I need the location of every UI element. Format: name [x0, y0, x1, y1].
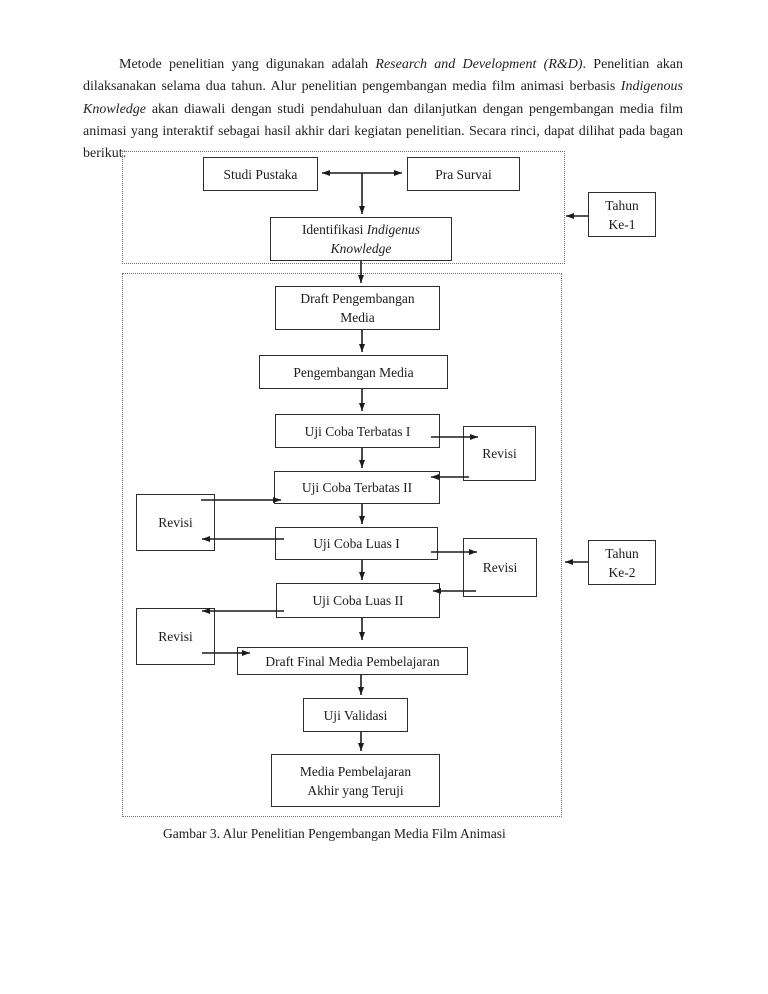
revisi-left-1-label: Revisi: [158, 515, 193, 530]
node-tahun-ke-2: Tahun Ke-2: [588, 540, 656, 585]
node-uji-coba-luas-2: Uji Coba Luas II: [276, 583, 440, 618]
intro-italic-rnd: Research and Development (R&D): [375, 57, 583, 72]
tahun2-line2: Ke-2: [608, 564, 636, 580]
intro-text-3: akan diawali dengan studi pendahuluan da…: [83, 101, 683, 162]
node-revisi-right-1: Revisi: [463, 426, 536, 481]
uji-validasi-label: Uji Validasi: [323, 707, 388, 723]
figure-caption: Gambar 3. Alur Penelitian Pengembangan M…: [163, 826, 506, 841]
tahun1-line2: Ke-1: [608, 216, 636, 232]
draft-pengembangan-line1: Draft Pengembangan: [300, 291, 415, 306]
uji-coba-terbatas-2-label: Uji Coba Terbatas II: [301, 480, 413, 495]
stage2-dashed-frame: [122, 273, 562, 817]
node-draft-pengembangan-media: Draft Pengembangan Media: [275, 286, 440, 330]
intro-paragraph: Metode penelitian yang digunakan adalah …: [83, 54, 683, 165]
final-media-line1: Media Pembelajaran: [299, 763, 412, 779]
node-identifikasi-label: Identifikasi Indigenus Knowledge: [275, 220, 447, 258]
node-uji-validasi: Uji Validasi: [303, 698, 408, 732]
node-uji-coba-luas-1: Uji Coba Luas I: [275, 527, 438, 560]
node-uji-coba-terbatas-1: Uji Coba Terbatas I: [275, 414, 440, 448]
stage1-dashed-frame: [122, 151, 565, 264]
node-media-pembelajaran-akhir: Media Pembelajaran Akhir yang Teruji: [271, 754, 440, 807]
node-identifikasi-indigenus-knowledge: Identifikasi Indigenus Knowledge: [270, 217, 452, 261]
node-revisi-left-1: Revisi: [136, 494, 215, 551]
node-revisi-left-2: Revisi: [136, 608, 215, 665]
revisi-right-1-label: Revisi: [482, 446, 517, 461]
intro-italic-indigenous: Indigenous Knowledge: [83, 79, 683, 117]
revisi-right-2-label: Revisi: [482, 560, 518, 575]
uji-coba-terbatas-1-label: Uji Coba Terbatas I: [304, 423, 411, 439]
final-media-line2: Akhir yang Teruji: [307, 782, 404, 798]
tahun2-line1: Tahun: [605, 545, 639, 561]
node-pra-survai: Pra Survai: [407, 157, 520, 191]
identifikasi-prefix: Identifikasi: [301, 222, 367, 237]
intro-text-2: . Penelitian akan dilaksanakan selama du…: [83, 57, 683, 95]
revisi-left-2-label: Revisi: [158, 629, 193, 644]
pengembangan-media-label: Pengembangan Media: [293, 364, 414, 380]
draft-final-label: Draft Final Media Pembelajaran: [265, 653, 440, 669]
node-studi-pustaka: Studi Pustaka: [203, 157, 318, 191]
node-draft-final-media-pembelajaran: Draft Final Media Pembelajaran: [237, 647, 468, 675]
tahun1-line1: Tahun: [605, 197, 639, 213]
intro-text-1: Metode penelitian yang digunakan adalah: [119, 57, 376, 72]
identifikasi-italic: Indigenus Knowledge: [330, 222, 421, 256]
node-tahun-ke-1: Tahun Ke-1: [588, 192, 656, 237]
node-pra-survai-label: Pra Survai: [435, 166, 492, 182]
node-revisi-right-2: Revisi: [463, 538, 537, 597]
node-uji-coba-terbatas-2: Uji Coba Terbatas II: [274, 471, 440, 504]
node-studi-pustaka-label: Studi Pustaka: [223, 166, 298, 182]
node-pengembangan-media: Pengembangan Media: [259, 355, 448, 389]
uji-coba-luas-2-label: Uji Coba Luas II: [312, 593, 404, 608]
uji-coba-luas-1-label: Uji Coba Luas I: [313, 536, 400, 551]
draft-pengembangan-line2: Media: [340, 310, 375, 325]
